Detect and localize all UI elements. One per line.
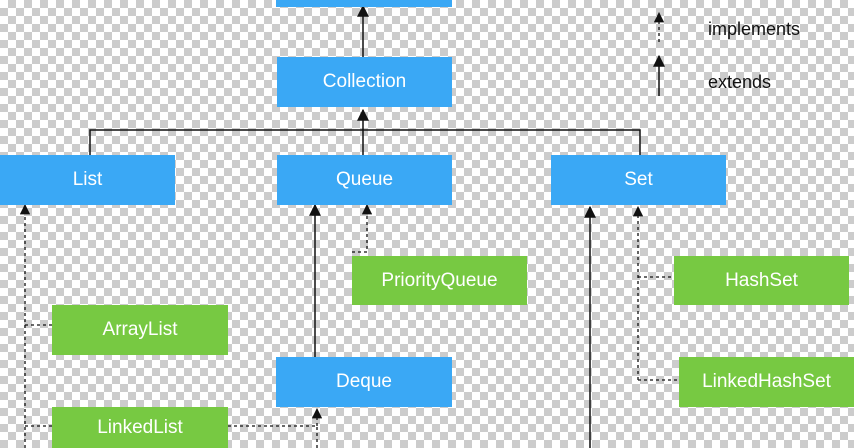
node-set: Set — [551, 155, 726, 205]
edge-linkedlist-to-deque — [228, 425, 318, 448]
node-list: List — [0, 155, 175, 205]
edge-subinterfaces-to-collection — [89, 129, 641, 155]
node-queue: Queue — [277, 155, 452, 205]
legend-extends-label: extends — [708, 72, 772, 92]
node-collection-label: Collection — [322, 71, 407, 92]
node-linked-hash-set-label: LinkedHashSet — [702, 371, 831, 392]
node-array-list: ArrayList — [52, 305, 228, 355]
node-hash-set: HashSet — [674, 256, 849, 305]
node-linked-list-label: LinkedList — [97, 416, 183, 438]
node-linked-list: LinkedList — [52, 407, 228, 448]
node-priority-queue-label: PriorityQueue — [381, 269, 498, 291]
node-deque-label: Deque — [336, 371, 392, 392]
legend-implements-label: implements — [708, 19, 801, 39]
node-array-list-label: ArrayList — [102, 319, 178, 340]
node-list-label: List — [72, 169, 103, 190]
node-linked-hash-set: LinkedHashSet — [679, 357, 854, 407]
node-deque: Deque — [276, 357, 452, 407]
node-queue-label: Queue — [335, 169, 394, 190]
node-collection: Collection — [277, 57, 452, 107]
parent-node-partial — [276, 0, 452, 7]
node-hash-set-label: HashSet — [725, 269, 798, 291]
edge-priorityqueue-to-queue — [352, 203, 373, 253]
node-priority-queue: PriorityQueue — [352, 256, 527, 305]
node-set-label: Set — [624, 169, 653, 190]
